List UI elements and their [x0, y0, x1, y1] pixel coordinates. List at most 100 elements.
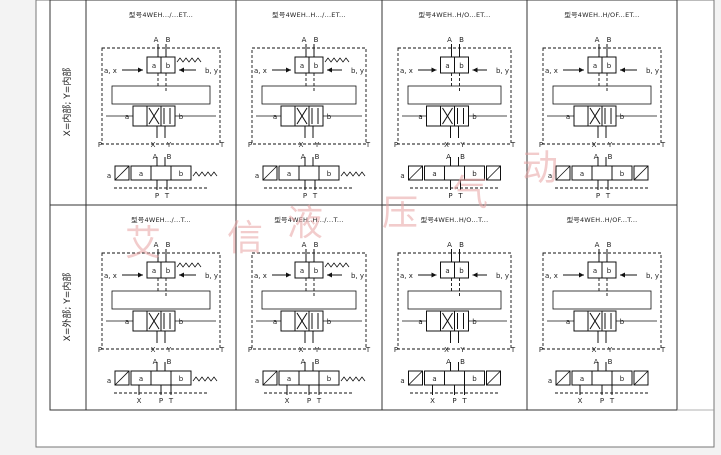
port-label-y: Y: [166, 141, 172, 149]
pilot-label-left: a, x: [254, 67, 267, 75]
port-label-a: A: [595, 36, 600, 44]
solenoid-label-a: a: [255, 377, 259, 385]
control-block: [261, 290, 357, 310]
port-label-p: P: [248, 141, 252, 149]
port-label: T: [316, 397, 322, 405]
solenoid-a: [555, 370, 571, 386]
port-label: X: [137, 397, 142, 405]
solenoid-slash: [555, 165, 571, 181]
spool-label-a: a: [273, 318, 277, 326]
spool-label-a: a: [300, 62, 304, 70]
spool-label-a: a: [580, 170, 584, 178]
pilot-housing: [397, 47, 512, 145]
flow-path: [296, 107, 308, 125]
spool-b: [611, 165, 633, 181]
spool-label-b: b: [472, 170, 477, 178]
spring-symbol: [192, 376, 218, 382]
pilot-label-right: b, y: [205, 272, 218, 280]
row-side-label: X=外部; Y=内部: [61, 273, 73, 342]
port-label-y: Y: [607, 346, 613, 354]
solenoid-label-a: a: [400, 172, 404, 180]
spool-label-b: b: [472, 318, 477, 326]
cell-title: 型号4WEH..H/OF...T...: [567, 215, 638, 224]
solenoid-slash: [633, 165, 649, 181]
pilot-label-right: b, y: [646, 67, 659, 75]
spool-label-b: b: [620, 318, 625, 326]
port-label-x: X: [444, 141, 449, 149]
port-label-p: P: [394, 346, 398, 354]
spool-label-a: a: [125, 318, 129, 326]
port-label-a: A: [153, 153, 158, 161]
solenoid-slash: [408, 370, 423, 386]
spool-label-b: b: [166, 62, 171, 70]
port-label-y: Y: [607, 141, 613, 149]
spring-symbol: [324, 262, 350, 268]
spool-label-b: b: [327, 318, 332, 326]
port-label: T: [605, 192, 611, 200]
cell-title: 型号4WEH..H/O...T...: [421, 215, 489, 224]
pilot-arrow-right: [620, 67, 625, 73]
spool-label-b: b: [179, 170, 184, 178]
port-label-x: X: [151, 141, 156, 149]
port-label-b: B: [314, 36, 319, 44]
spool-label-b: b: [607, 267, 612, 275]
spool-label-a: a: [287, 375, 291, 383]
port-label-a: A: [301, 153, 306, 161]
spool-label-b: b: [314, 62, 319, 70]
port-label-p: P: [248, 346, 252, 354]
pilot-label-left: a, x: [254, 272, 267, 280]
spool-b: [318, 165, 340, 181]
watermark-char: 气: [452, 173, 488, 214]
port-label-p: P: [98, 346, 102, 354]
pilot-housing: [101, 252, 221, 350]
flow-path: [589, 107, 601, 125]
port-label-a: A: [154, 241, 159, 249]
spring-symbol: [340, 171, 366, 177]
flow-path: [442, 312, 453, 330]
port-label-t: T: [365, 346, 371, 354]
solenoid-a: [114, 165, 130, 181]
spool-b: [170, 165, 192, 181]
pilot-housing: [251, 252, 367, 350]
pilot-spool-b: [308, 261, 324, 279]
spool-label-a: a: [566, 318, 570, 326]
pilot-spool-b: [454, 56, 469, 74]
solenoid-a: [555, 165, 571, 181]
pilot-arrow-left: [431, 272, 437, 278]
port-label: P: [159, 397, 163, 405]
spool-label-b: b: [179, 375, 184, 383]
pilot-spool-b: [160, 261, 176, 279]
solenoid-a: [408, 370, 423, 386]
port-label-b: B: [608, 358, 613, 366]
spool-label-b: b: [472, 113, 477, 121]
spool-label-a: a: [418, 318, 422, 326]
cell-title: 型号4WEH..H.../...T...: [274, 215, 343, 224]
cell-title: 型号4WEH.../...T...: [131, 215, 191, 224]
port-label: P: [596, 192, 600, 200]
solenoid-label-a: a: [400, 377, 404, 385]
flow-path: [589, 312, 601, 330]
port-label: T: [457, 192, 463, 200]
solenoid-slash: [262, 370, 278, 386]
port-label-a: A: [594, 153, 599, 161]
spool-label-a: a: [300, 267, 304, 275]
watermark-char: 信: [227, 218, 263, 259]
control-block: [407, 85, 502, 105]
port-label-t: T: [510, 141, 516, 149]
pilot-arrow-left: [138, 272, 143, 278]
port-label-x: X: [151, 346, 156, 354]
port-label: T: [461, 397, 467, 405]
spool-label-b: b: [459, 62, 464, 70]
solenoid-b: [633, 165, 649, 181]
pilot-arrow-right: [620, 272, 625, 278]
port-label-p: P: [394, 141, 398, 149]
port-label-b: B: [460, 358, 465, 366]
spool-b: [170, 370, 192, 386]
spool-b: [464, 370, 485, 386]
spring-symbol: [176, 262, 202, 268]
pilot-label-right: b, y: [351, 272, 364, 280]
solenoid-slash: [633, 370, 649, 386]
solenoid-a: [114, 370, 130, 386]
port-label: X: [578, 397, 583, 405]
